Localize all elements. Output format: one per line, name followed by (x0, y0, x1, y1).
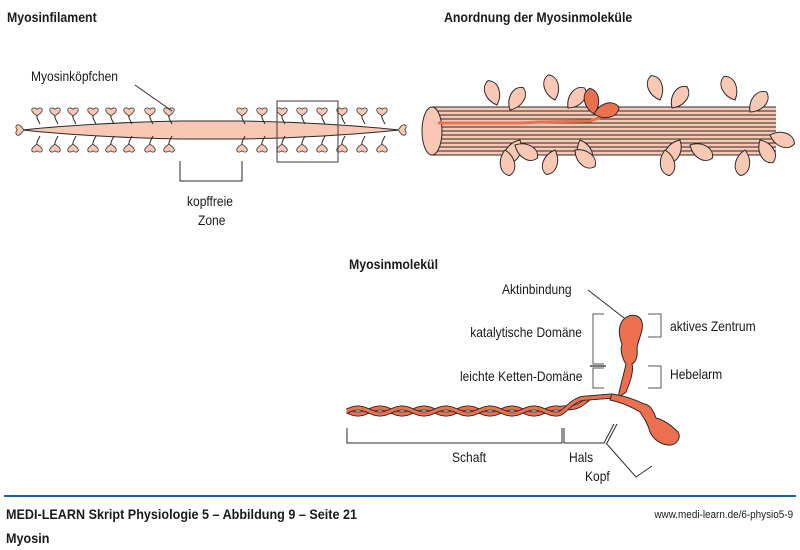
label-actin-binding: Aktinbindung (502, 281, 572, 297)
bracket-active-center (648, 313, 662, 338)
myosin-head-icon (276, 107, 288, 125)
myosin-head-icon (31, 107, 43, 125)
neck-bracket (563, 428, 604, 444)
filament-title: Myosinfilament (7, 9, 97, 25)
myosin-head-icon (163, 135, 175, 153)
label-lever-arm: Hebelarm (670, 366, 723, 382)
myosin-head-icon (15, 124, 25, 136)
label-neck: Hals (569, 449, 594, 465)
myosin-head-icon (105, 107, 117, 125)
shaft-bracket (346, 428, 563, 444)
myosin-head-icon (67, 107, 79, 125)
upper-head (617, 314, 643, 400)
myosin-head-icon (316, 135, 328, 153)
myosin-head-icon (49, 107, 61, 125)
molecule-tail (346, 393, 613, 417)
filament-rod (21, 120, 401, 140)
label-active-center: aktives Zentrum (670, 318, 756, 334)
molecule-title: Myosinmolekül (349, 256, 439, 272)
myosin-head-icon (540, 72, 563, 103)
label-light-chain-domain: leichte Ketten-Domäne (459, 368, 582, 384)
myosin-head-icon (276, 135, 288, 153)
footer-source: MEDI-LEARN Skript Physiologie 5 – Abbild… (6, 506, 357, 522)
bracket-light-chain (592, 367, 604, 389)
bracket-catalytic (592, 313, 604, 365)
highlighted-tail (438, 112, 611, 125)
myosin-head-icon (717, 72, 742, 104)
myosin-head-icon (480, 77, 505, 108)
myosin-arrangement (421, 72, 798, 178)
myosin-head-icon (31, 135, 43, 153)
arrangement-title: Anordnung der Myosinmoleküle (444, 9, 633, 25)
actin-pointer (587, 289, 625, 319)
label-shaft: Schaft (452, 449, 487, 465)
myosin-head-icon (123, 135, 135, 153)
myosin-head-icon (376, 107, 388, 125)
myosin-head-icon (87, 107, 99, 125)
lower-head (609, 393, 680, 446)
myosin-head-icon (236, 135, 248, 153)
myosin-head-icon (144, 135, 156, 153)
label-headfree-zone-2: Zone (198, 212, 226, 228)
tail-strand (346, 394, 613, 416)
label-headfree-zone-1: kopffreie (187, 193, 233, 209)
myosin-head-icon (67, 135, 79, 153)
myosin-head-icon (643, 72, 668, 103)
label-head: Kopf (585, 468, 610, 484)
myosin-head-icon (144, 107, 156, 125)
head-pointer (605, 442, 653, 478)
myosin-head-icon (336, 135, 348, 153)
myosin-head-icon (123, 107, 135, 125)
figure-caption: Myosin (6, 530, 50, 546)
myosin-head-icon (336, 107, 348, 125)
myosin-head-icon (256, 107, 268, 125)
myosin-head-icon (316, 107, 328, 125)
myosin-head-icon (397, 124, 407, 136)
highlight-box (276, 100, 339, 163)
myosin-head-icon (296, 135, 308, 153)
myosin-head-icon (49, 135, 61, 153)
myosin-head-icon (356, 135, 368, 153)
label-myosin-heads: Myosinköpfchen (31, 68, 119, 84)
footer-url[interactable]: www.medi-learn.de/6-physio5-9 (654, 509, 793, 521)
myosin-head-icon (87, 135, 99, 153)
label-catalytic-domain: katalytische Domäne (470, 324, 582, 340)
filament-heads (15, 107, 407, 153)
zone-bracket (179, 161, 243, 182)
myosin-head-icon (105, 135, 117, 153)
footer-rule (4, 495, 796, 497)
myosin-molecule (346, 289, 680, 478)
myosin-head-icon (163, 107, 175, 125)
myosin-head-icon (236, 107, 248, 125)
myosin-filament (15, 84, 407, 182)
cylinder-end (421, 106, 443, 156)
myosin-head-icon (296, 107, 308, 125)
bracket-lever (648, 365, 662, 389)
heads-pointer (134, 84, 173, 112)
myosin-head-icon (376, 135, 388, 153)
myosin-head-icon (356, 107, 368, 125)
myosin-head-icon (256, 135, 268, 153)
